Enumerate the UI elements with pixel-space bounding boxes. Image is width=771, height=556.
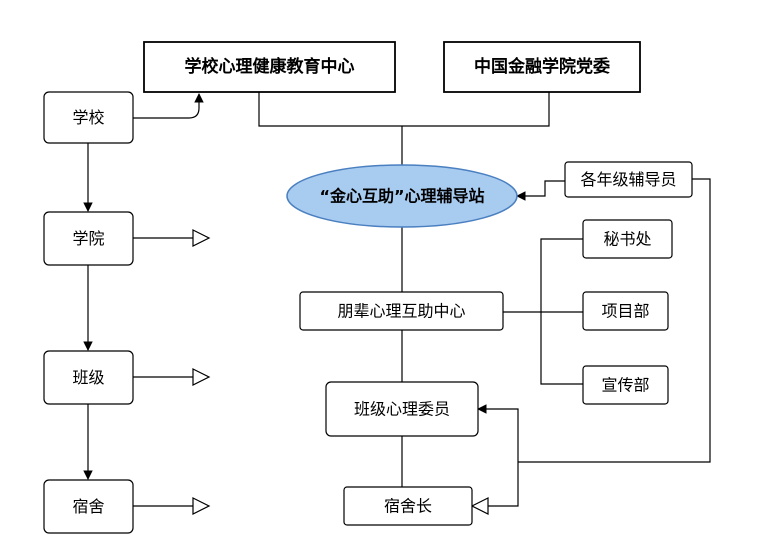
counselors-label: 各年级辅导员	[580, 170, 676, 189]
arrow-school-to-center	[133, 93, 204, 119]
hollow-arrowheads	[192, 229, 489, 515]
hollow-arrow-dorm-head	[470, 497, 489, 515]
box-projects: 项目部	[582, 291, 669, 331]
arrow-counselors-to-station	[516, 180, 565, 201]
ellipse-station: “金心互助”心理辅导站	[286, 164, 518, 228]
peer-center-label: 朋辈心理互助中心	[337, 302, 465, 321]
arrow-loop-to-class-committee	[477, 404, 519, 462]
dorm-label: 宿舍	[72, 497, 104, 516]
college-label: 学院	[72, 229, 104, 248]
hollow-arrow-dorm	[192, 497, 211, 515]
box-peer-center: 朋辈心理互助中心	[299, 291, 504, 331]
class-label: 班级	[72, 368, 104, 387]
box-secretariat: 秘书处	[582, 219, 673, 259]
box-dorm: 宿舍	[43, 479, 134, 534]
box-publicity: 宣传部	[582, 365, 669, 405]
psych-center-label: 学校心理健康教育中心	[185, 56, 355, 77]
hollow-arrow-class	[192, 368, 211, 386]
box-party-committee: 中国金融学院党委	[443, 41, 641, 93]
school-label: 学校	[72, 108, 104, 127]
box-psych-center: 学校心理健康教育中心	[143, 41, 396, 93]
publicity-label: 宣传部	[601, 376, 649, 395]
box-counselors: 各年级辅导员	[564, 161, 693, 198]
connector-departments-bracket	[540, 238, 583, 385]
connector-counselors-loop	[518, 178, 711, 463]
connector-loop-to-dorm-head	[488, 462, 519, 507]
party-committee-label: 中国金融学院党委	[474, 56, 610, 77]
connectors	[83, 92, 711, 507]
dorm-head-label: 宿舍长	[384, 497, 432, 516]
projects-label: 项目部	[601, 302, 649, 321]
box-class: 班级	[43, 350, 134, 405]
hollow-arrow-college	[192, 229, 211, 247]
box-dorm-head: 宿舍长	[343, 486, 473, 526]
class-committee-label: 班级心理委员	[354, 400, 450, 419]
station-label: “金心互助”心理辅导站	[319, 187, 484, 206]
box-college: 学院	[43, 211, 134, 266]
box-class-committee: 班级心理委员	[325, 381, 479, 437]
connector-top-bracket	[258, 92, 550, 127]
box-school: 学校	[43, 91, 134, 144]
secretariat-label: 秘书处	[603, 230, 651, 249]
